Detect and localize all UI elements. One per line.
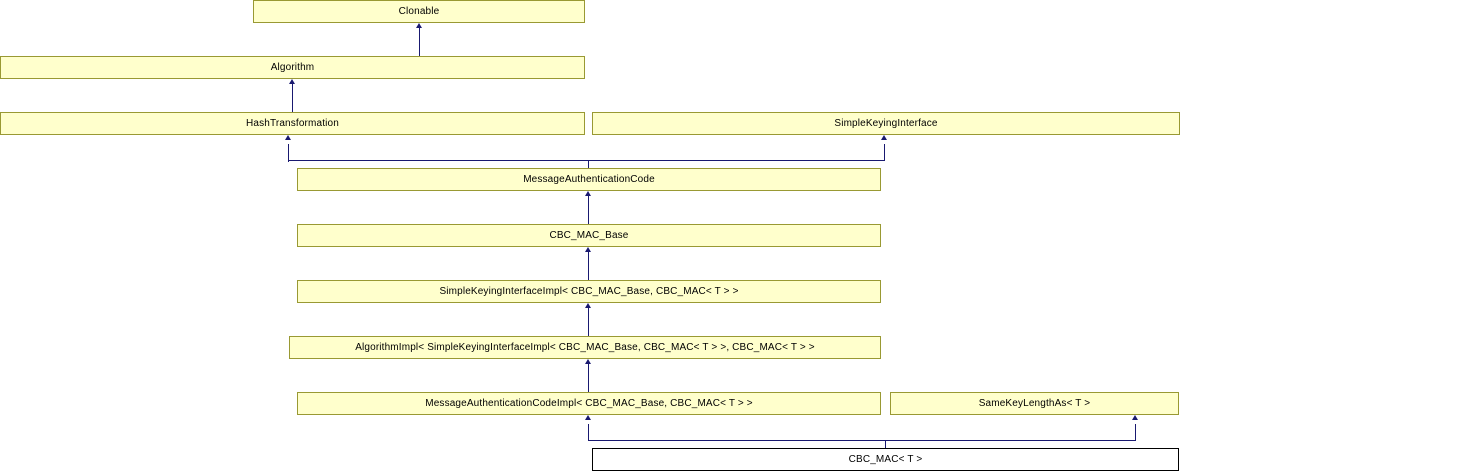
- class-node-label: AlgorithmImpl< SimpleKeyingInterfaceImpl…: [355, 342, 815, 353]
- class-node-samekeylengthas[interactable]: SameKeyLengthAs< T >: [890, 392, 1179, 415]
- class-node-messageauthenticationcode[interactable]: MessageAuthenticationCode: [297, 168, 881, 191]
- class-node-label: SimpleKeyingInterface: [834, 118, 938, 129]
- class-node-label: MessageAuthenticationCodeImpl< CBC_MAC_B…: [425, 398, 753, 409]
- class-node-messageauthenticationcodeimpl[interactable]: MessageAuthenticationCodeImpl< CBC_MAC_B…: [297, 392, 881, 415]
- class-node-label: Algorithm: [270, 62, 315, 73]
- edge-cbcmac-to-samekeylengthas-riser: [1135, 424, 1136, 441]
- edge-cbcmac-spine: [588, 440, 1136, 441]
- class-node-label: CBC_MAC< T >: [848, 454, 923, 465]
- class-node-label: HashTransformation: [246, 118, 339, 129]
- arrowhead-simplekeyinginterface: [881, 135, 887, 140]
- edge-hashtransformation-to-algorithm: [292, 84, 293, 112]
- arrowhead-algorithm: [289, 79, 295, 84]
- arrowhead-clonable: [416, 23, 422, 28]
- class-node-label: CBC_MAC_Base: [549, 230, 629, 241]
- edge-macimpl-to-algorithmimpl: [588, 364, 589, 392]
- edge-algorithm-to-clonable: [419, 28, 420, 56]
- arrowhead-samekeylengthas: [1132, 415, 1138, 420]
- edge-cbcmac-to-macimpl-riser: [588, 424, 589, 441]
- class-node-algorithm[interactable]: Algorithm: [0, 56, 585, 79]
- class-node-algorithmimpl[interactable]: AlgorithmImpl< SimpleKeyingInterfaceImpl…: [289, 336, 881, 359]
- arrowhead-messageauthenticationcode: [585, 191, 591, 196]
- edge-cbcmac-drop: [885, 440, 886, 449]
- arrowhead-algorithmimpl: [585, 359, 591, 364]
- class-node-simplekeyinginterfaceimpl[interactable]: SimpleKeyingInterfaceImpl< CBC_MAC_Base,…: [297, 280, 881, 303]
- class-node-clonable[interactable]: Clonable: [253, 0, 585, 23]
- class-node-label: Clonable: [398, 6, 440, 17]
- edge-skiimpl-to-cbcmacbase: [588, 252, 589, 280]
- class-node-cbc-mac[interactable]: CBC_MAC< T >: [592, 448, 1179, 471]
- arrowhead-cbcmacbase: [585, 247, 591, 252]
- edge-mac-spine: [288, 160, 885, 161]
- edge-mac-to-hashtransformation-riser: [288, 144, 289, 162]
- class-node-hashtransformation[interactable]: HashTransformation: [0, 112, 585, 135]
- edge-mac-to-simplekeyinginterface-riser: [884, 144, 885, 161]
- class-node-label: SameKeyLengthAs< T >: [978, 398, 1091, 409]
- class-node-simplekeyinginterface[interactable]: SimpleKeyingInterface: [592, 112, 1180, 135]
- class-node-label: SimpleKeyingInterfaceImpl< CBC_MAC_Base,…: [439, 286, 739, 297]
- arrowhead-messageauthenticationcodeimpl: [585, 415, 591, 420]
- arrowhead-simplekeyinginterfaceimpl: [585, 303, 591, 308]
- class-node-label: MessageAuthenticationCode: [523, 174, 655, 185]
- edge-cbcmacbase-to-mac: [588, 196, 589, 224]
- arrowhead-hashtransformation: [285, 135, 291, 140]
- edge-algorithmimpl-to-skiimpl: [588, 308, 589, 336]
- class-node-cbc-mac-base[interactable]: CBC_MAC_Base: [297, 224, 881, 247]
- edge-mac-drop: [588, 160, 589, 169]
